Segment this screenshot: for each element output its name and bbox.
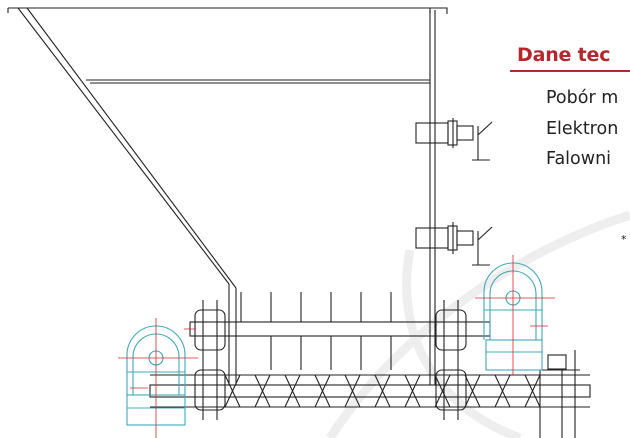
section-heading: Dane tec bbox=[517, 44, 611, 66]
footnote-marker: * bbox=[621, 233, 627, 246]
bearing-flange bbox=[194, 309, 226, 351]
hopper-lower-wall bbox=[228, 284, 237, 385]
background-arc bbox=[402, 249, 522, 438]
heading-underline bbox=[510, 70, 630, 72]
upper-conveyor bbox=[189, 292, 491, 370]
spec-line: Elektron bbox=[546, 119, 619, 139]
axis-lines bbox=[118, 255, 555, 438]
background-swoosh bbox=[326, 210, 630, 438]
bearing-flange bbox=[194, 369, 226, 411]
outlet-flange bbox=[547, 354, 567, 370]
spec-line: Pobór m bbox=[546, 88, 619, 108]
bearing-flange-lines bbox=[202, 300, 459, 420]
bearing-flange bbox=[435, 309, 467, 351]
hopper-slant-wall bbox=[17, 7, 237, 289]
spec-line: Falowni bbox=[546, 149, 612, 169]
bearing-flange bbox=[435, 369, 467, 411]
hopper-rim bbox=[7, 7, 448, 14]
outlet-chute bbox=[539, 350, 580, 438]
hopper-inner-line bbox=[86, 79, 430, 84]
level-sensor-icon bbox=[415, 222, 493, 266]
level-sensor-icon bbox=[415, 118, 493, 161]
screw-conveyor-icon bbox=[149, 374, 591, 408]
